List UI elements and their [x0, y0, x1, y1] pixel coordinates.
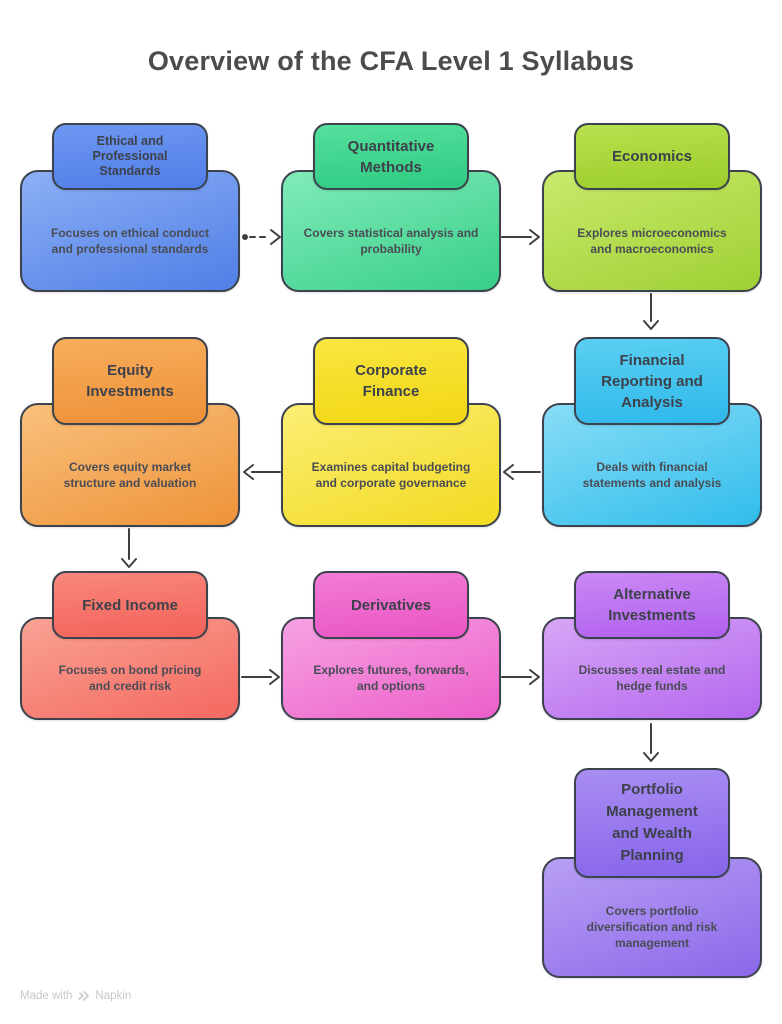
- node-financial-reporting: Deals with financial statements and anal…: [542, 337, 762, 527]
- node-description: Focuses on bond pricing and credit risk: [58, 663, 202, 693]
- footer-brand-label: Napkin: [95, 990, 132, 1002]
- node-title-panel: Portfolio Management and Wealth Planning: [574, 768, 730, 878]
- node-title-panel: Equity Investments: [52, 337, 208, 425]
- footer-attribution: Made with Napkin: [20, 990, 131, 1002]
- node-derivatives: Explores futures, forwards, and options …: [281, 571, 501, 720]
- node-description: Focuses on ethical conduct and professio…: [50, 225, 210, 256]
- node-title-panel: Fixed Income: [52, 571, 208, 639]
- node-description-panel: Focuses on ethical conduct and professio…: [20, 170, 240, 292]
- node-title-panel: Financial Reporting and Analysis: [574, 337, 730, 425]
- arrow-fixed-to-derivatives: [241, 669, 280, 685]
- node-title-panel: Corporate Finance: [313, 337, 469, 425]
- node-portfolio-management: Covers portfolio diversification and ris…: [542, 768, 762, 978]
- node-description: Explores futures, forwards, and options: [313, 663, 469, 693]
- node-title: Quantitative Methods: [347, 137, 435, 176]
- page-title: Overview of the CFA Level 1 Syllabus: [147, 46, 635, 76]
- node-description: Explores microeconomics and macroeconomi…: [577, 225, 727, 256]
- node-title: Ethical and Professional Standards: [92, 134, 168, 178]
- node-description: Covers statistical analysis and probabil…: [303, 225, 479, 256]
- node-description: Deals with financial statements and anal…: [582, 459, 722, 490]
- node-title-panel: Alternative Investments: [574, 571, 730, 639]
- node-ethical-standards: Focuses on ethical conduct and professio…: [20, 123, 240, 292]
- node-title: Economics: [611, 148, 693, 165]
- node-description: Examines capital budgeting and corporate…: [311, 459, 471, 490]
- node-title: Financial Reporting and Analysis: [601, 351, 703, 411]
- node-title: Portfolio Management and Wealth Planning: [606, 781, 698, 864]
- arrow-derivatives-to-alternative: [501, 669, 540, 685]
- node-description: Covers portfolio diversification and ris…: [586, 904, 718, 950]
- node-title: Derivatives: [350, 596, 432, 614]
- arrow-equity-to-fixed: [121, 528, 137, 568]
- node-title: Equity Investments: [86, 362, 174, 400]
- node-title: Alternative Investments: [608, 586, 696, 624]
- node-title-panel: Ethical and Professional Standards: [52, 123, 208, 190]
- node-description-panel: Examines capital budgeting and corporate…: [281, 403, 501, 527]
- node-fixed-income: Focuses on bond pricing and credit risk …: [20, 571, 240, 720]
- node-alternative-investments: Discusses real estate and hedge funds Al…: [542, 571, 762, 720]
- node-equity-investments: Covers equity market structure and valua…: [20, 337, 240, 527]
- napkin-logo-icon: [77, 990, 90, 1002]
- node-title: Fixed Income: [82, 596, 178, 614]
- node-title-panel: Economics: [574, 123, 730, 190]
- arrow-corporate-to-equity: [243, 464, 281, 480]
- node-title-panel: Derivatives: [313, 571, 469, 639]
- node-title: Corporate Finance: [355, 362, 427, 400]
- node-title-panel: Quantitative Methods: [313, 123, 469, 190]
- node-description: Covers equity market structure and valua…: [63, 459, 197, 490]
- arrow-ethical-to-quantitative: [242, 229, 281, 245]
- arrow-alternative-to-portfolio: [643, 723, 659, 762]
- node-corporate-finance: Examines capital budgeting and corporate…: [281, 337, 501, 527]
- node-economics: Explores microeconomics and macroeconomi…: [542, 123, 762, 292]
- arrow-quantitative-to-economics: [501, 229, 540, 245]
- node-quantitative-methods: Covers statistical analysis and probabil…: [281, 123, 501, 292]
- node-description-panel: Covers statistical analysis and probabil…: [281, 170, 501, 292]
- node-description-panel: Explores microeconomics and macroeconomi…: [542, 170, 762, 292]
- arrow-economics-to-financial: [643, 293, 659, 330]
- arrow-financial-to-corporate: [503, 464, 541, 480]
- footer-made-with-label: Made with: [20, 990, 73, 1002]
- node-description: Discusses real estate and hedge funds: [578, 663, 726, 693]
